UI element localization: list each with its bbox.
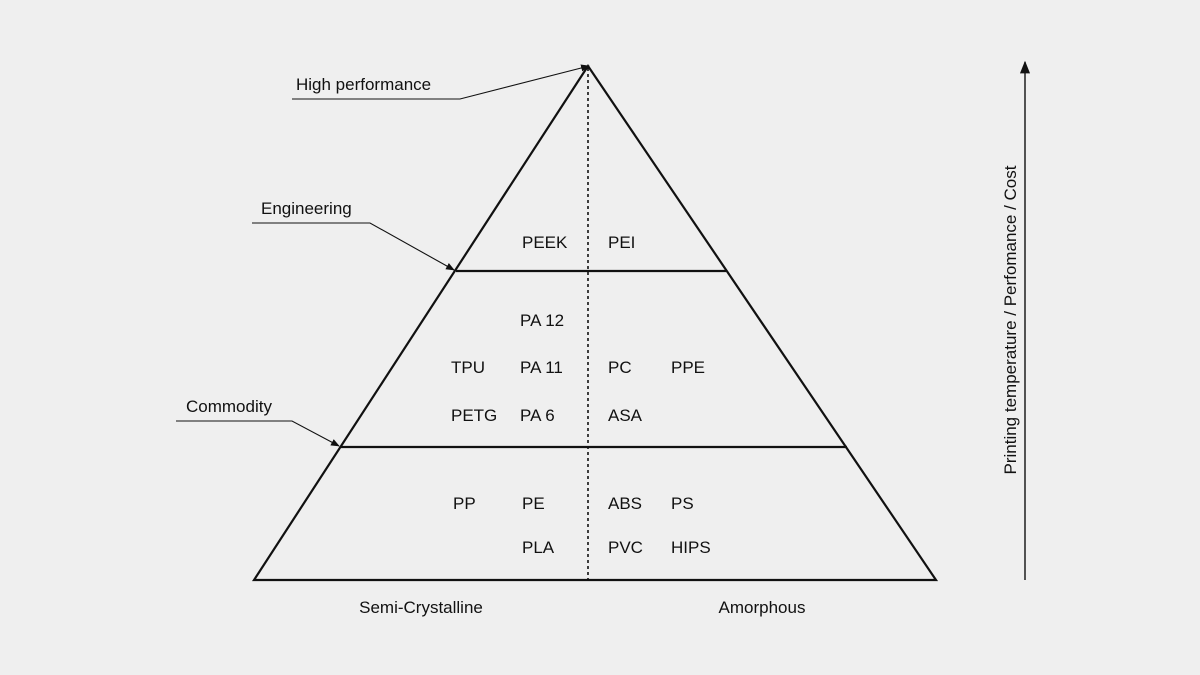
material-pvc: PVC <box>608 538 643 557</box>
material-tpu: TPU <box>451 358 485 377</box>
material-pa12: PA 12 <box>520 311 564 330</box>
material-petg: PETG <box>451 406 497 425</box>
material-hips: HIPS <box>671 538 711 557</box>
material-pa6: PA 6 <box>520 406 555 425</box>
material-pei: PEI <box>608 233 635 252</box>
leader-arrow-commodity <box>176 420 340 447</box>
leader-arrow-high-performance <box>292 64 590 100</box>
tier-label-high-performance: High performance <box>296 75 431 94</box>
material-pc: PC <box>608 358 632 377</box>
material-ppe: PPE <box>671 358 705 377</box>
material-asa: ASA <box>608 406 643 425</box>
pyramid-outline <box>251 64 939 582</box>
material-abs: ABS <box>608 494 642 513</box>
axis-label: Printing temperature / Perfomance / Cost <box>1001 165 1020 474</box>
material-peek: PEEK <box>522 233 568 252</box>
leader-arrow-engineering <box>252 222 455 271</box>
material-pa11: PA 11 <box>520 358 563 377</box>
material-ps: PS <box>671 494 694 513</box>
base-label-semi-crystalline: Semi-Crystalline <box>359 598 483 617</box>
material-pe: PE <box>522 494 545 513</box>
tier-label-engineering: Engineering <box>261 199 352 218</box>
material-pla: PLA <box>522 538 555 557</box>
tier-label-commodity: Commodity <box>186 397 272 416</box>
material-pp: PP <box>453 494 476 513</box>
base-label-amorphous: Amorphous <box>719 598 806 617</box>
